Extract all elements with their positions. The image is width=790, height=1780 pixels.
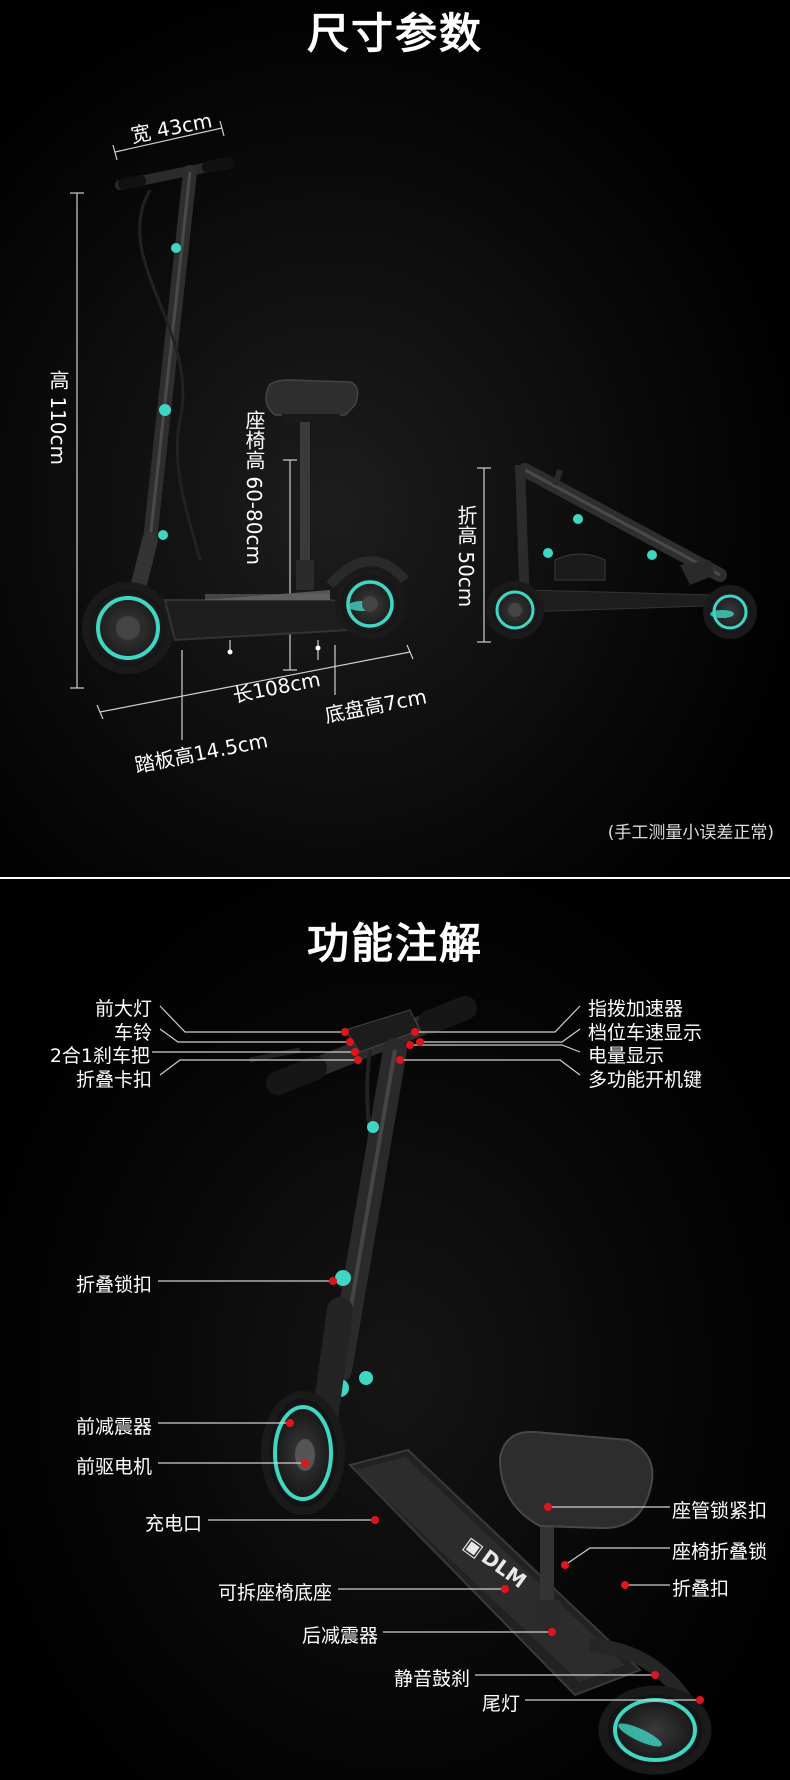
callout-battery-display: 电量显示 <box>588 1045 665 1067</box>
scooter-feature-illustration: ▣ DLM <box>152 996 712 1775</box>
dimension-lines <box>70 120 491 740</box>
callout-throttle: 指拨加速器 <box>588 998 684 1020</box>
callout-brake-lever: 2合1刹车把 <box>49 1045 150 1067</box>
callout-tail-light: 尾灯 <box>481 1693 520 1715</box>
folded-height-label: 折高 50cm <box>454 505 478 608</box>
callout-headlight: 前大灯 <box>94 998 152 1020</box>
features-title: 功能注解 <box>306 919 483 968</box>
callout-rear-suspension: 后减震器 <box>301 1625 378 1647</box>
callout-leader-lines <box>152 1005 700 1701</box>
callout-fold-buckle: 折叠扣 <box>672 1578 730 1600</box>
dimension-dots <box>227 645 321 655</box>
scooter-dimension-illustration <box>70 120 757 740</box>
callout-bell: 车铃 <box>113 1022 152 1044</box>
feature-markers <box>286 1028 704 1704</box>
callout-front-suspension: 前减震器 <box>75 1416 152 1438</box>
height-label: 高 110cm <box>46 370 70 466</box>
callout-charging-port: 充电口 <box>144 1513 202 1535</box>
scooter-folded-view <box>486 463 757 639</box>
dimensions-title: 尺寸参数 <box>306 9 483 58</box>
callout-gear-speed-display: 档位车速显示 <box>588 1022 703 1044</box>
callout-front-motor: 前驱电机 <box>75 1456 152 1478</box>
callout-seatpost-clamp: 座管锁紧扣 <box>672 1500 768 1522</box>
scooter-side-view <box>82 157 409 674</box>
seat-height-label: 座椅高 60-80cm <box>242 410 266 565</box>
scooter-perspective-view: ▣ DLM <box>249 996 712 1775</box>
callout-fold-clip: 折叠卡扣 <box>75 1069 152 1091</box>
section-divider <box>0 877 790 879</box>
callout-power-button: 多功能开机键 <box>588 1069 703 1091</box>
callout-seat-base: 可拆座椅底座 <box>217 1582 332 1604</box>
callout-fold-lock: 折叠锁扣 <box>75 1274 152 1296</box>
measurement-note: (手工测量小误差正常) <box>607 823 774 843</box>
callout-seat-fold-lock: 座椅折叠锁 <box>672 1541 768 1563</box>
callout-drum-brake: 静音鼓刹 <box>393 1668 470 1690</box>
dimensions-section: 尺寸参数 <box>0 0 790 878</box>
features-section: 功能注解 <box>0 880 790 1780</box>
